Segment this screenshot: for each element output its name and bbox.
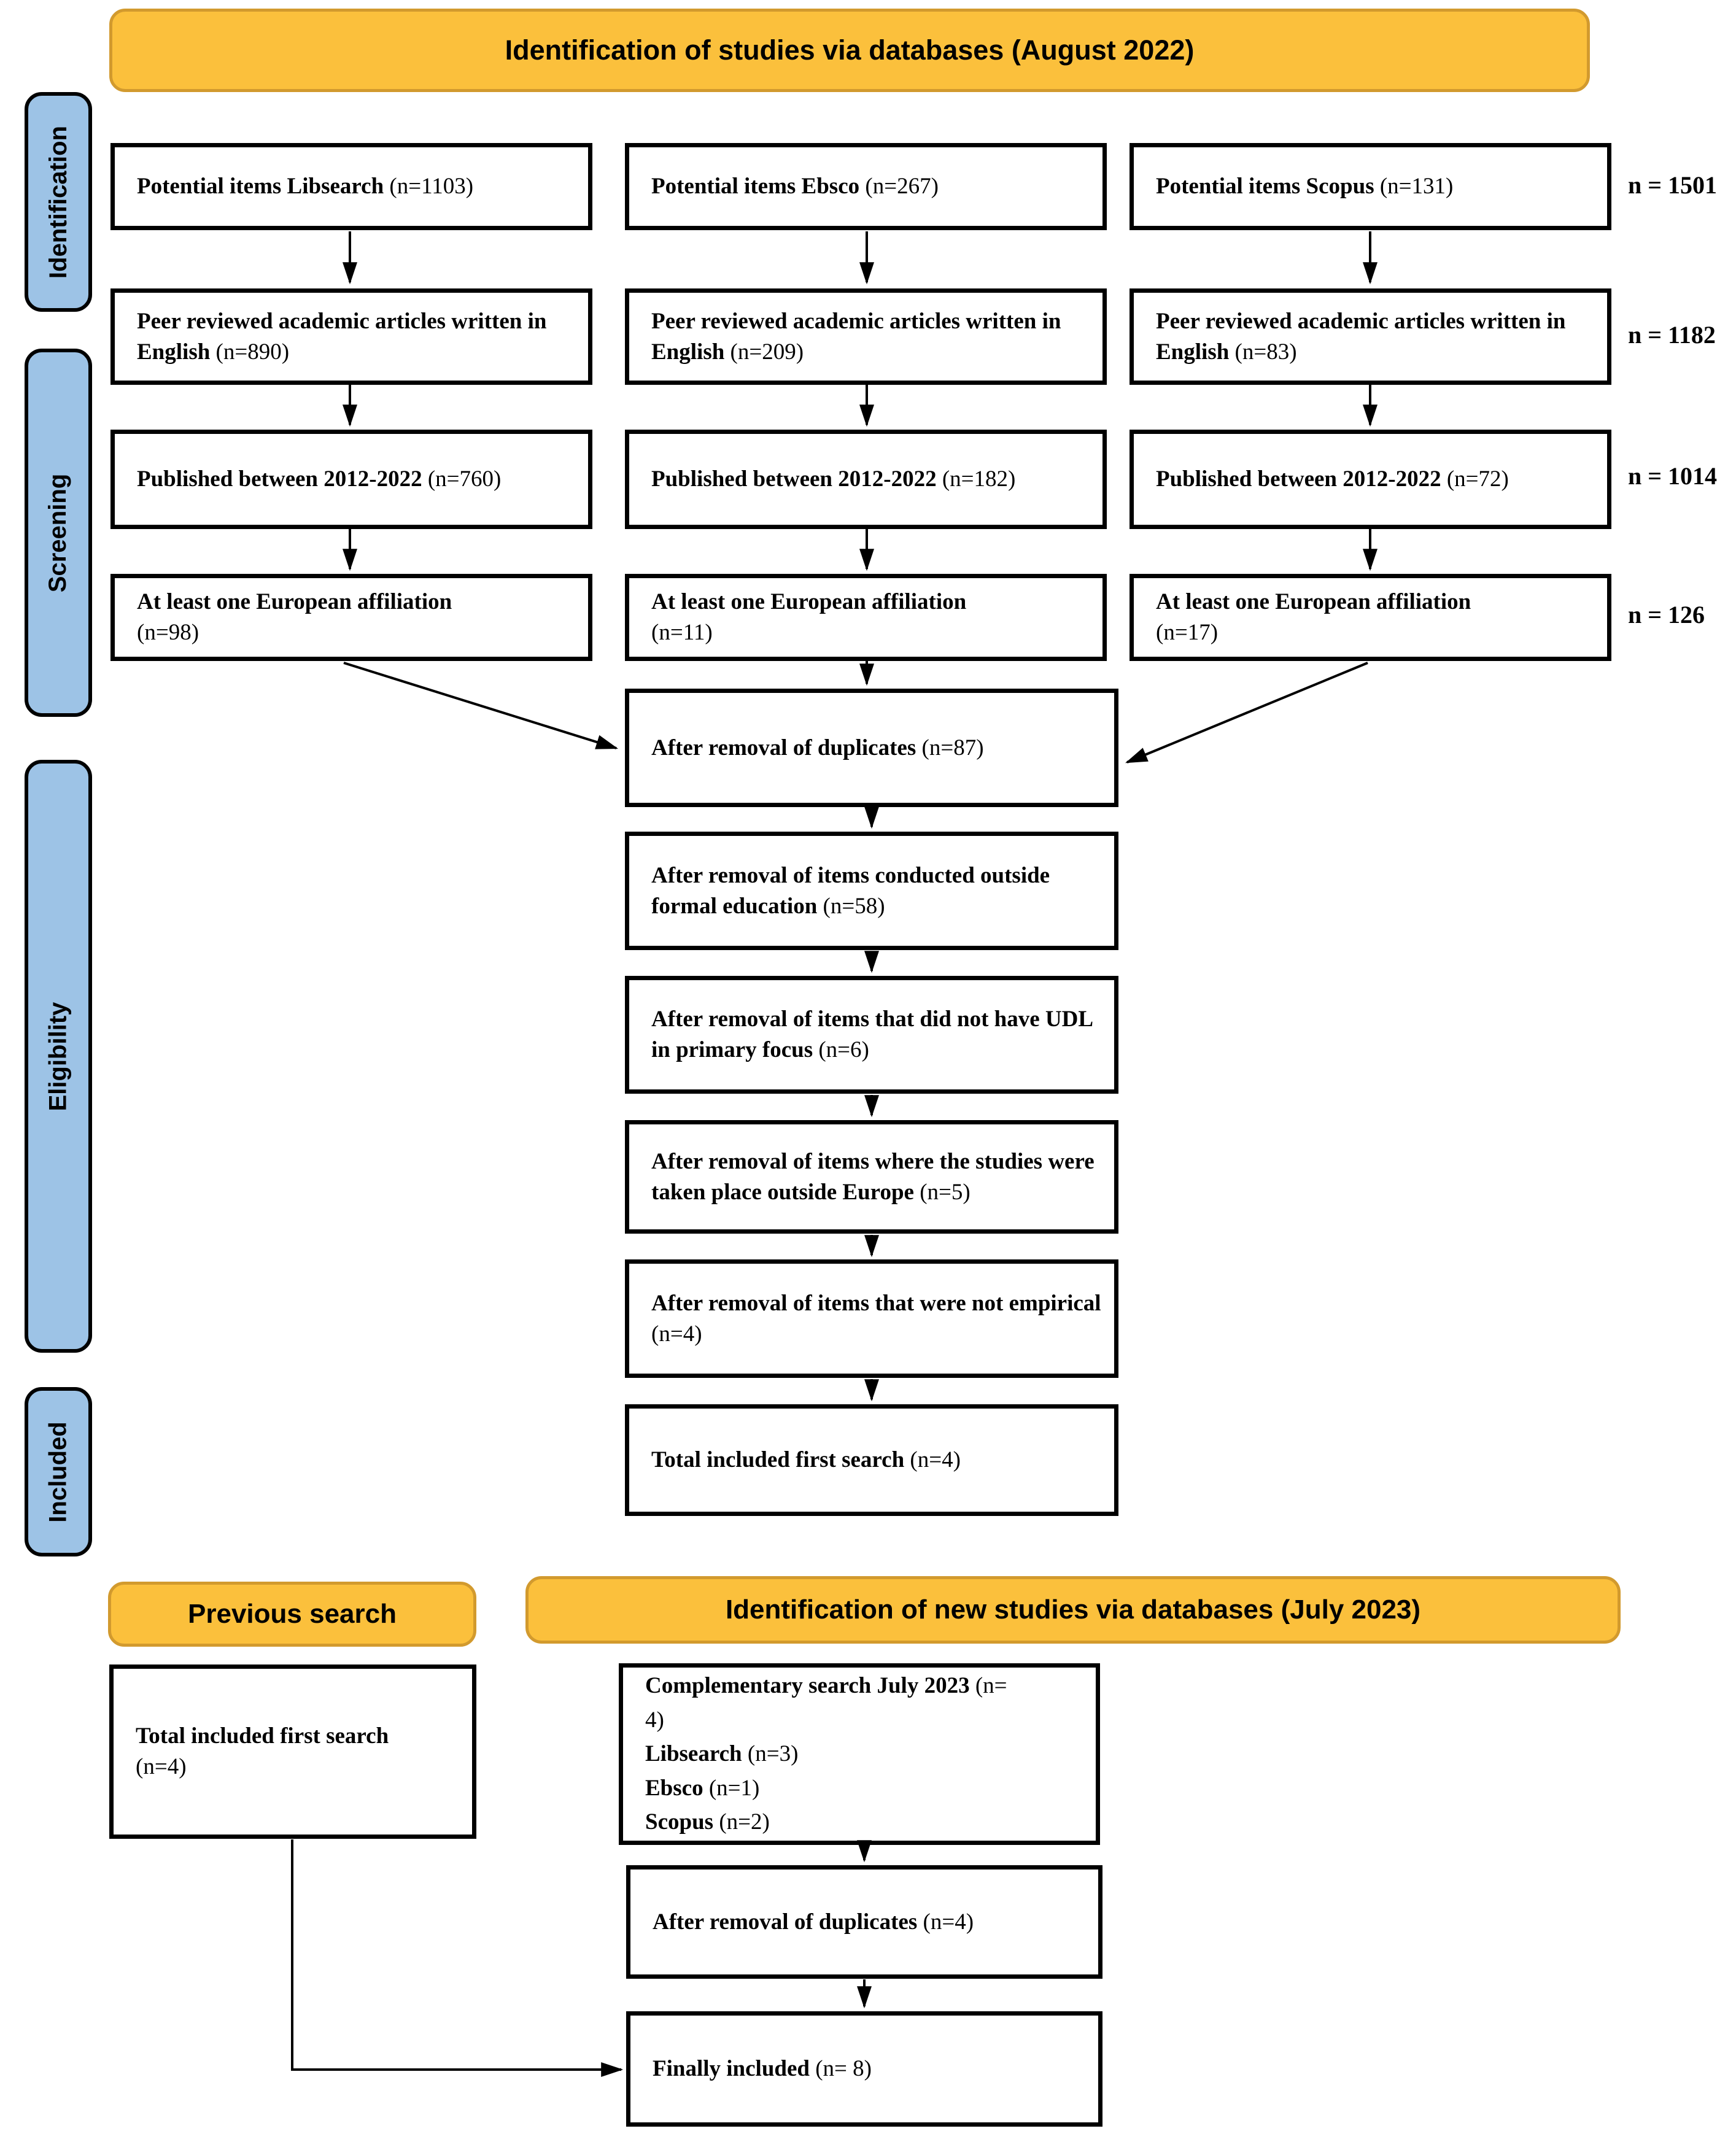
box-peer-reviewed-ebsco-count: (n=209): [724, 339, 804, 365]
banner-previous-search: Previous search: [108, 1582, 476, 1647]
box-peer-reviewed-libsearch: Peer reviewed academic articles written …: [110, 288, 592, 385]
box-affiliation-libsearch-label: At least one European affiliation: [137, 589, 452, 615]
box-potential-scopus-label: Potential items Scopus: [1156, 174, 1374, 199]
box-affiliation-scopus: At least one European affiliation (n=17): [1130, 574, 1611, 661]
box-affiliation-ebsco-count: (n=11): [651, 620, 713, 645]
sidebar-screening: Screening: [25, 349, 92, 717]
box-potential-ebsco-label: Potential items Ebsco: [651, 174, 860, 199]
banner-july-2023: Identification of new studies via databa…: [525, 1576, 1621, 1644]
box-after-duplicates-87-label: After removal of duplicates: [651, 735, 916, 760]
box-after-duplicates-4-label: After removal of duplicates: [653, 1909, 918, 1935]
box-outside-europe: After removal of items where the studies…: [625, 1120, 1118, 1234]
box-total-included-previous: Total included first search (n=4): [109, 1664, 476, 1839]
box-after-duplicates-4: After removal of duplicates (n=4): [626, 1865, 1102, 1979]
box-outside-formal-education: After removal of items conducted outside…: [625, 832, 1118, 950]
arrow-diagonal-left: [343, 662, 619, 749]
box-not-empirical: After removal of items that were not emp…: [625, 1259, 1118, 1378]
banner-previous-search-label: Previous search: [188, 1599, 397, 1629]
sidebar-identification-label: Identification: [44, 125, 72, 279]
box-peer-reviewed-libsearch-label: Peer reviewed academic articles written …: [137, 308, 547, 365]
box-potential-scopus-count: (n=131): [1374, 174, 1454, 199]
complementary-libsearch: Libsearch (n=3): [645, 1741, 799, 1767]
box-outside-europe-label: After removal of items where the studies…: [651, 1148, 1095, 1205]
row-total-published: n = 1014: [1628, 462, 1718, 490]
box-published-ebsco-count: (n=182): [936, 466, 1016, 492]
box-complementary-search: Complementary search July 2023 (n= 4) Li…: [619, 1663, 1100, 1845]
box-finally-included-label: Finally included: [653, 2056, 810, 2082]
box-finally-included: Finally included (n= 8): [626, 2011, 1102, 2127]
sidebar-identification: Identification: [25, 92, 92, 312]
box-potential-ebsco-count: (n=267): [859, 174, 939, 199]
sidebar-eligibility-label: Eligibility: [44, 1002, 72, 1111]
complementary-scopus: Scopus (n=2): [645, 1809, 770, 1835]
box-total-included-previous-label: Total included first search: [136, 1723, 389, 1749]
box-udl-primary-focus: After removal of items that did not have…: [625, 976, 1118, 1094]
box-potential-libsearch-label: Potential items Libsearch: [137, 174, 384, 199]
box-udl-primary-focus-label: After removal of items that did not have…: [651, 1007, 1093, 1062]
sidebar-screening-label: Screening: [44, 473, 72, 592]
box-peer-reviewed-scopus: Peer reviewed academic articles written …: [1130, 288, 1611, 385]
row-total-peer-reviewed: n = 1182: [1628, 321, 1716, 349]
arrow-elbow-previous-to-final: [291, 1839, 624, 2077]
box-total-included-previous-count: (n=4): [136, 1754, 187, 1779]
box-published-ebsco-label: Published between 2012-2022: [651, 466, 937, 492]
box-potential-libsearch: Potential items Libsearch (n=1103): [110, 143, 592, 230]
complementary-ebsco: Ebsco (n=1): [645, 1775, 760, 1801]
box-potential-ebsco: Potential items Ebsco (n=267): [625, 143, 1107, 230]
banner-august-2022-label: Identification of studies via databases …: [505, 34, 1195, 66]
box-peer-reviewed-libsearch-count: (n=890): [210, 339, 290, 365]
box-affiliation-scopus-label: At least one European affiliation: [1156, 589, 1471, 615]
box-outside-formal-education-label: After removal of items conducted outside…: [651, 862, 1050, 919]
box-affiliation-libsearch: At least one European affiliation (n=98): [110, 574, 592, 661]
box-published-libsearch-count: (n=760): [422, 466, 502, 492]
box-affiliation-libsearch-count: (n=98): [137, 620, 200, 645]
box-potential-libsearch-count: (n=1103): [384, 174, 474, 199]
complementary-line-2: 4): [645, 1707, 664, 1733]
box-affiliation-scopus-count: (n=17): [1156, 620, 1219, 645]
box-after-duplicates-87: After removal of duplicates (n=87): [625, 689, 1118, 807]
sidebar-included-label: Included: [44, 1421, 72, 1523]
row-total-affiliation: n = 126: [1628, 601, 1705, 628]
banner-july-2023-label: Identification of new studies via databa…: [725, 1595, 1421, 1625]
banner-august-2022: Identification of studies via databases …: [109, 9, 1590, 92]
box-published-scopus-count: (n=72): [1441, 466, 1509, 492]
box-published-libsearch-label: Published between 2012-2022: [137, 466, 422, 492]
box-after-duplicates-87-count: (n=87): [916, 735, 984, 760]
box-affiliation-ebsco: At least one European affiliation (n=11): [625, 574, 1107, 661]
box-not-empirical-count: (n=4): [651, 1321, 702, 1347]
box-outside-formal-education-count: (n=58): [817, 893, 885, 919]
box-peer-reviewed-ebsco-label: Peer reviewed academic articles written …: [651, 308, 1061, 365]
sidebar-eligibility: Eligibility: [25, 760, 92, 1353]
box-peer-reviewed-ebsco: Peer reviewed academic articles written …: [625, 288, 1107, 385]
box-total-included-first: Total included first search (n=4): [625, 1404, 1118, 1516]
box-published-scopus: Published between 2012-2022 (n=72): [1130, 430, 1611, 529]
box-after-duplicates-4-count: (n=4): [917, 1909, 974, 1935]
box-peer-reviewed-scopus-count: (n=83): [1229, 339, 1297, 365]
box-affiliation-ebsco-label: At least one European affiliation: [651, 589, 967, 615]
box-peer-reviewed-scopus-label: Peer reviewed academic articles written …: [1156, 308, 1566, 365]
box-potential-scopus: Potential items Scopus (n=131): [1130, 143, 1611, 230]
arrow-diagonal-right: [1125, 662, 1368, 764]
box-udl-primary-focus-count: (n=6): [813, 1037, 869, 1062]
box-outside-europe-count: (n=5): [913, 1179, 971, 1205]
box-published-ebsco: Published between 2012-2022 (n=182): [625, 430, 1107, 529]
row-total-identification: n = 1501: [1628, 171, 1718, 199]
box-published-scopus-label: Published between 2012-2022: [1156, 466, 1441, 492]
box-finally-included-count: (n= 8): [809, 2056, 872, 2082]
box-published-libsearch: Published between 2012-2022 (n=760): [110, 430, 592, 529]
sidebar-included: Included: [25, 1387, 92, 1556]
complementary-line-1: Complementary search July 2023 (n=: [645, 1673, 1007, 1699]
box-total-included-first-label: Total included first search: [651, 1447, 905, 1473]
box-not-empirical-label: After removal of items that were not emp…: [651, 1290, 1101, 1316]
box-total-included-first-count: (n=4): [904, 1447, 961, 1473]
